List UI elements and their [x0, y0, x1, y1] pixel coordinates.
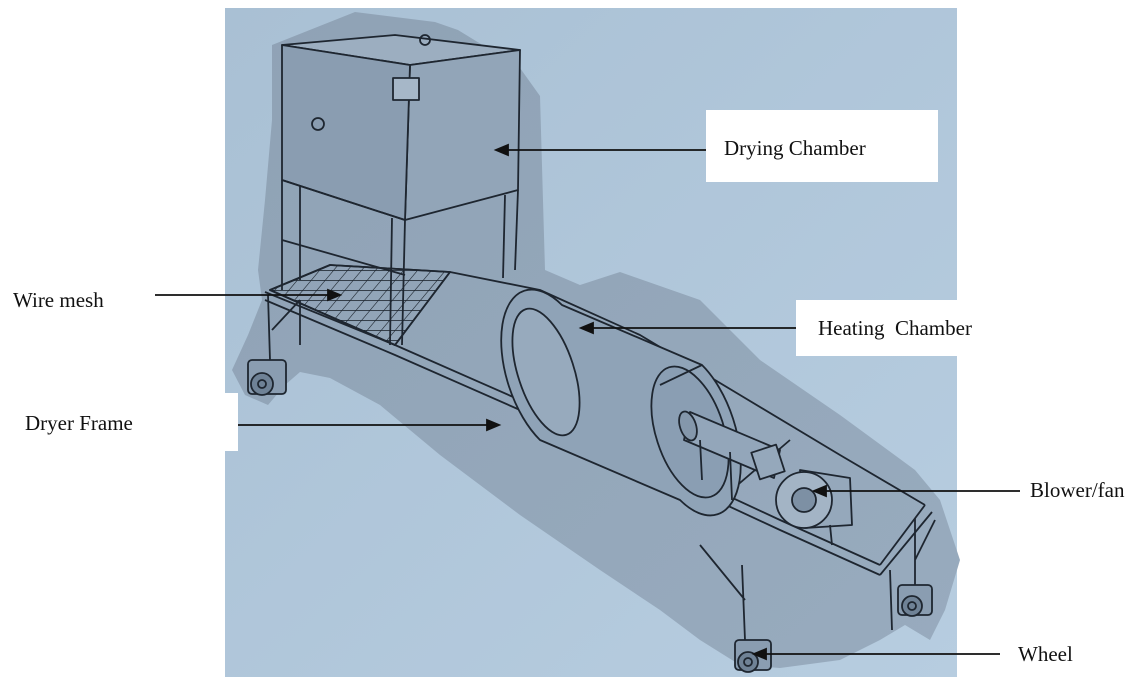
top-knob	[419, 34, 431, 46]
drying-chamber-label: Drying Chamber	[724, 136, 866, 160]
wheel-label: Wheel	[1018, 642, 1073, 666]
wheel-rear-right	[897, 584, 933, 617]
blower-hub	[791, 487, 817, 513]
side-knob	[311, 117, 325, 131]
blower-fan-label: Blower/fan	[1030, 478, 1125, 502]
drying-chamber-label-box	[706, 110, 938, 182]
wire-mesh-label: Wire mesh	[13, 288, 104, 312]
dryer-frame-label-box	[0, 393, 238, 451]
wheel-front-left	[247, 359, 287, 396]
dryer-frame-label: Dryer Frame	[25, 411, 133, 435]
heating-chamber-label: Heating Chamber	[818, 316, 972, 340]
wheel-front-right	[734, 639, 772, 673]
top-vent	[392, 77, 420, 101]
dryer-line-art	[247, 34, 936, 673]
drying-chamber-front	[404, 49, 521, 221]
heating-chamber-label-box	[796, 300, 1028, 356]
leader-lines	[155, 143, 1020, 661]
